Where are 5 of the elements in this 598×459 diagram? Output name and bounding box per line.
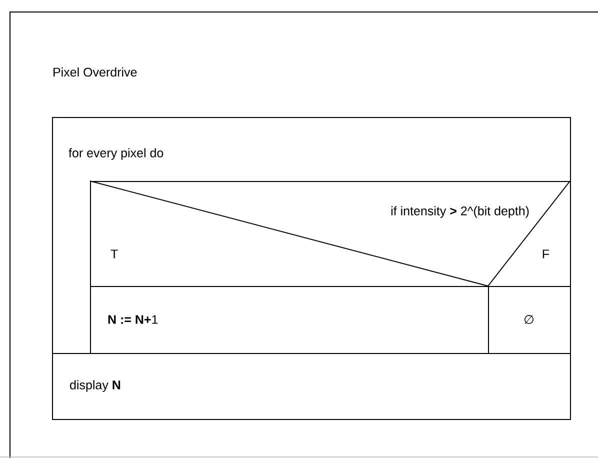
process-block: ∅	[488, 286, 571, 354]
title: Pixel Overdrive	[54, 67, 137, 77]
process-block: display N	[52, 353, 571, 420]
process-block: N := N+1	[90, 286, 489, 354]
decision-block: if intensity > 2^(bit depth) T F	[90, 180, 571, 287]
